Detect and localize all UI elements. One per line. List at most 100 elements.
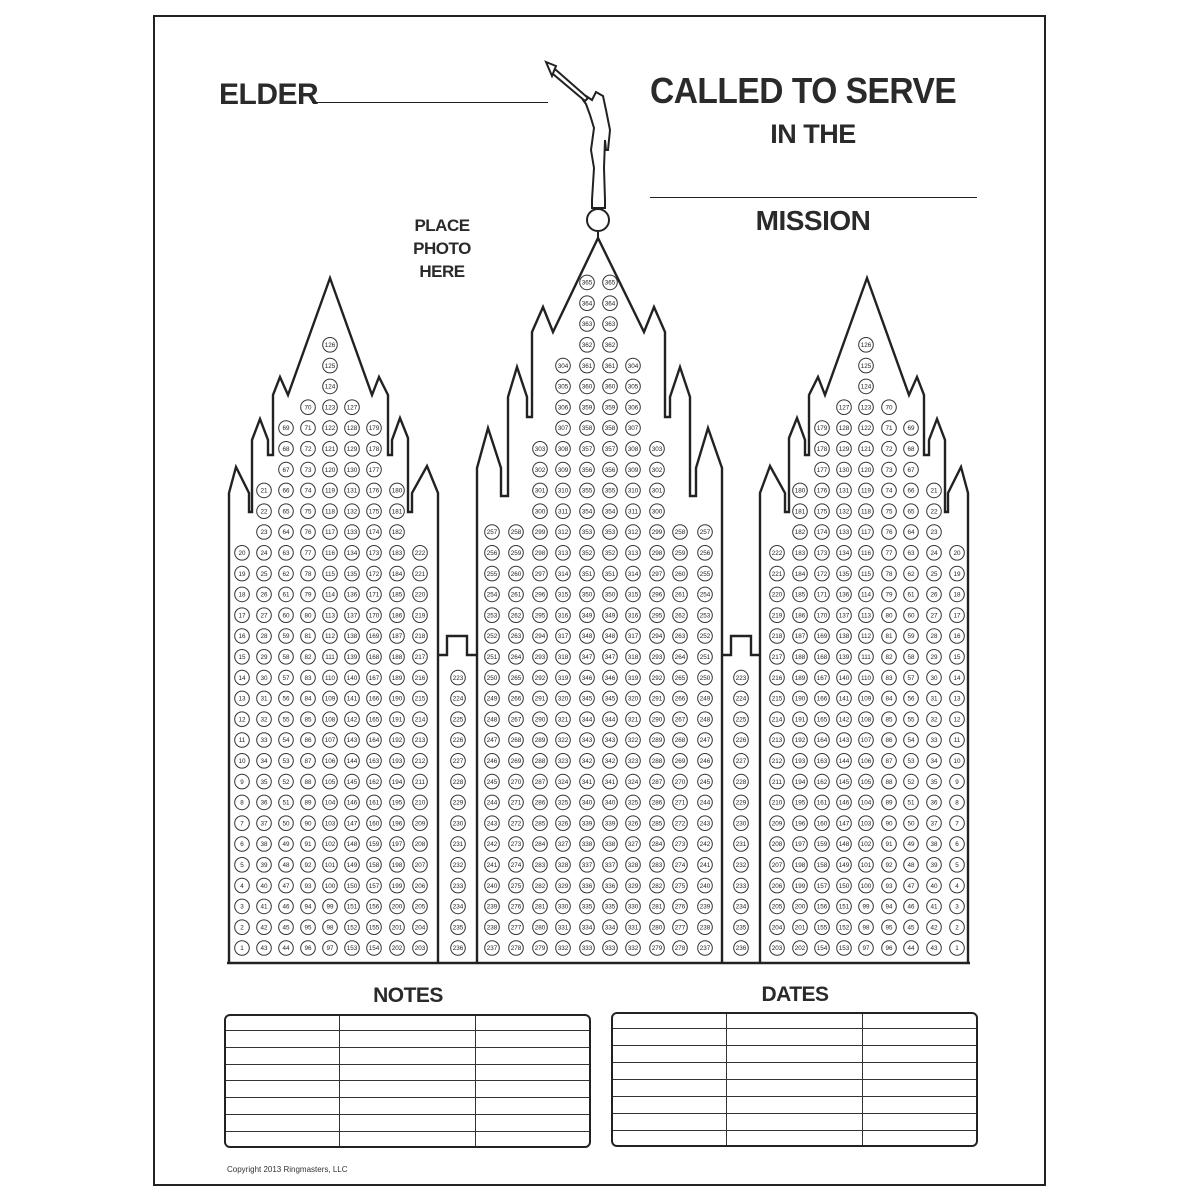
day-circle[interactable] (508, 690, 524, 707)
day-circle[interactable] (949, 794, 965, 811)
table-cell[interactable] (226, 1097, 340, 1116)
day-circle[interactable] (792, 753, 808, 769)
day-circle[interactable] (555, 545, 571, 561)
day-circle[interactable] (508, 545, 524, 561)
day-circle[interactable] (858, 877, 874, 894)
day-circle[interactable] (792, 711, 808, 728)
day-circle[interactable] (234, 545, 250, 561)
day-circle[interactable] (234, 690, 250, 707)
day-circle[interactable] (344, 441, 360, 457)
day-circle[interactable] (625, 357, 641, 374)
table-cell[interactable] (475, 1114, 589, 1133)
day-circle[interactable] (649, 815, 665, 832)
day-circle[interactable] (344, 940, 360, 956)
day-circle[interactable] (344, 649, 360, 665)
day-circle[interactable] (256, 815, 272, 832)
day-circle[interactable] (344, 545, 360, 561)
day-circle[interactable] (322, 524, 338, 540)
day-circle[interactable] (836, 773, 852, 790)
day-circle[interactable] (532, 919, 548, 936)
day-circle[interactable] (649, 794, 665, 811)
day-circle[interactable] (256, 649, 272, 665)
day-circle[interactable] (814, 669, 830, 686)
day-circle[interactable] (858, 337, 874, 353)
day-circle[interactable] (602, 503, 618, 520)
day-circle[interactable] (949, 940, 965, 956)
day-circle[interactable] (949, 690, 965, 707)
day-circle[interactable] (278, 732, 294, 748)
day-circle[interactable] (579, 919, 595, 936)
day-circle[interactable] (344, 628, 360, 644)
day-circle[interactable] (278, 773, 294, 790)
day-circle[interactable] (836, 441, 852, 457)
day-circle[interactable] (881, 794, 897, 811)
day-circle[interactable] (322, 503, 338, 520)
day-circle[interactable] (344, 586, 360, 603)
day-circle[interactable] (508, 898, 524, 915)
day-circle[interactable] (579, 420, 595, 436)
day-circle[interactable] (256, 545, 272, 561)
day-circle[interactable] (903, 607, 919, 624)
day-circle[interactable] (555, 732, 571, 748)
day-circle[interactable] (344, 919, 360, 936)
day-circle[interactable] (881, 649, 897, 665)
day-circle[interactable] (836, 898, 852, 915)
day-circle[interactable] (344, 399, 360, 416)
day-circle[interactable] (450, 919, 466, 936)
day-circle[interactable] (858, 711, 874, 728)
day-circle[interactable] (555, 524, 571, 540)
day-circle[interactable] (508, 732, 524, 748)
day-circle[interactable] (649, 461, 665, 478)
day-circle[interactable] (836, 877, 852, 894)
day-circle[interactable] (344, 524, 360, 540)
day-circle[interactable] (836, 649, 852, 665)
day-circle[interactable] (858, 503, 874, 520)
day-circle[interactable] (602, 545, 618, 561)
day-circle[interactable] (926, 524, 942, 540)
day-circle[interactable] (450, 940, 466, 956)
day-circle[interactable] (602, 378, 618, 395)
day-circle[interactable] (792, 919, 808, 936)
table-cell[interactable] (862, 1044, 976, 1063)
day-circle[interactable] (344, 690, 360, 707)
day-circle[interactable] (300, 503, 316, 520)
day-circle[interactable] (903, 877, 919, 894)
day-circle[interactable] (602, 940, 618, 956)
day-circle[interactable] (344, 732, 360, 748)
day-circle[interactable] (322, 773, 338, 790)
day-circle[interactable] (697, 565, 713, 582)
day-circle[interactable] (926, 565, 942, 582)
day-circle[interactable] (322, 482, 338, 499)
day-circle[interactable] (389, 524, 405, 540)
day-circle[interactable] (322, 669, 338, 686)
day-circle[interactable] (508, 628, 524, 644)
day-circle[interactable] (278, 545, 294, 561)
day-circle[interactable] (300, 545, 316, 561)
day-circle[interactable] (579, 607, 595, 624)
day-circle[interactable] (672, 607, 688, 624)
day-circle[interactable] (484, 919, 500, 936)
day-circle[interactable] (579, 753, 595, 769)
day-circle[interactable] (858, 545, 874, 561)
day-circle[interactable] (412, 607, 428, 624)
day-circle[interactable] (322, 565, 338, 582)
day-circle[interactable] (949, 732, 965, 748)
day-circle[interactable] (814, 773, 830, 790)
day-circle[interactable] (649, 524, 665, 540)
day-circle[interactable] (858, 357, 874, 374)
day-circle[interactable] (836, 628, 852, 644)
day-circle[interactable] (278, 857, 294, 873)
day-circle[interactable] (858, 732, 874, 748)
day-circle[interactable] (649, 711, 665, 728)
day-circle[interactable] (858, 815, 874, 832)
day-circle[interactable] (579, 461, 595, 478)
day-circle[interactable] (625, 524, 641, 540)
day-circle[interactable] (322, 399, 338, 416)
day-circle[interactable] (697, 649, 713, 665)
day-circle[interactable] (508, 753, 524, 769)
day-circle[interactable] (649, 607, 665, 624)
day-circle[interactable] (649, 857, 665, 873)
day-circle[interactable] (532, 524, 548, 540)
table-cell[interactable] (613, 1130, 727, 1145)
day-circle[interactable] (344, 420, 360, 436)
